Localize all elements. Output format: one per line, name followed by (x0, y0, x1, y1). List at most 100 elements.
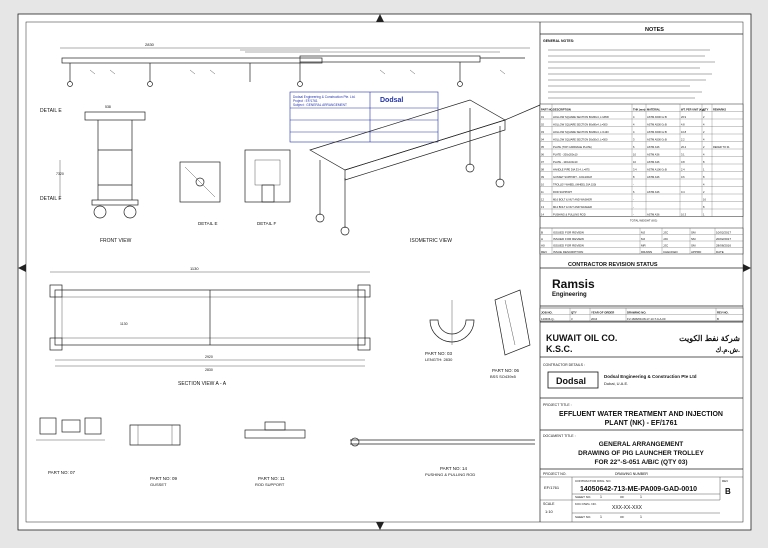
bom-cell: 0.6 (681, 175, 685, 179)
notes-heading: GENERAL NOTES: (543, 39, 574, 43)
rev-cell: SM (691, 244, 696, 248)
bom-cell: 6 (633, 190, 635, 194)
section-top-dim: 1130 (190, 266, 199, 271)
bom-cell: HOLLOW SQUARE SECTION 80x80x4, L=500 (553, 123, 608, 127)
of-value-2: 1 (640, 515, 642, 519)
stamp-line1: Dodsal Engineering & Construction Pte. L… (293, 95, 355, 99)
bom-cell: 4.8 (681, 123, 685, 127)
bom-cell: 3.1 (681, 153, 685, 157)
bom-cell: 6 (633, 145, 635, 149)
client-block: KUWAIT OIL CO. K.S.C. شركة نفط الكويت ش.… (540, 333, 743, 358)
bom-cell: 3.4 (633, 168, 637, 172)
project-title2: PLANT (NK) - EF/1761 (605, 420, 678, 427)
rev-cell: DATE (716, 250, 724, 254)
bom-cell: ASTM A500 Gr.B (647, 115, 667, 119)
bom-total-label: TOTAL WEIGHT (KG) (630, 219, 657, 223)
bom-cell: 4 (633, 115, 635, 119)
part03-view: PART NO: 03 LENGTH: 2830 (425, 300, 475, 362)
bom-cell: REFER TO 01 (713, 145, 730, 149)
rev-cell: JJC (663, 244, 669, 248)
rev-cell: ISSUE DESCRIPTION (553, 250, 583, 254)
scale-label: SCALE (543, 502, 555, 506)
rev-cell: B (541, 231, 543, 235)
front-view: 2830 FRONT VIEW (60, 42, 530, 244)
bom-cell: 3 (633, 138, 635, 142)
bom-cell: THK (mm) (633, 108, 646, 112)
detail-f-small-label: DETAIL F (257, 221, 277, 226)
rev-cell: ISSUED FOR REVIEW (553, 244, 584, 248)
of-label-2: OF (620, 515, 624, 519)
bom-cell: 2 (703, 145, 705, 149)
of-value-1: 1 (640, 495, 642, 499)
rev-value: B (725, 487, 731, 496)
bom-cell: 10.8 (681, 130, 687, 134)
part03-sub: LENGTH: 2830 (425, 357, 453, 362)
rev-label: REV (722, 479, 728, 483)
sheet-label-2: SHEET NO. (575, 515, 591, 519)
bom-cell: 8 (633, 175, 635, 179)
job-cell: 2016 (591, 317, 598, 321)
sheet-value-1: 1 (600, 495, 602, 499)
part07-view: PART NO: 07 (36, 417, 105, 475)
bom-cell: 08 (541, 168, 544, 172)
document-title3: FOR 22"-S-051 A/B/C (QTY 03) (594, 459, 687, 466)
rev-cell: JJC (663, 231, 669, 235)
project-title: EFFLUENT WATER TREATMENT AND INJECTION (559, 411, 723, 418)
consultant-name: Ramsis (552, 277, 595, 291)
bom-cell: ASTM A36 (647, 190, 660, 194)
bom-cell: 1 (703, 213, 705, 217)
job-cell: QTY (571, 311, 577, 315)
bom-cell: 4 (703, 123, 705, 127)
bom-cell: 02 (541, 123, 544, 127)
bom-cell: 2 (703, 115, 705, 119)
stamp-company: Dodsal (380, 97, 403, 104)
bom-cell: 04 (541, 138, 544, 142)
bom-cell: DESCRIPTION (553, 108, 571, 112)
rev-cell: APPRD (691, 250, 702, 254)
contractor-city: Dubai, U.A.E. (604, 381, 628, 386)
bom-cell: HOLLOW SQUARE SECTION 50x50x3, L=500 (553, 138, 608, 142)
bom-cell: 10.3 (681, 213, 687, 217)
bom-cell: ASTM A500 Gr.B (647, 138, 667, 142)
isometric-label: ISOMETRIC VIEW (410, 238, 452, 244)
project-no-label: PROJECT NO. (543, 472, 566, 476)
rev-cell: JJC (663, 237, 669, 241)
bom-cell: QTY (703, 108, 709, 112)
bom-cell: ASTM A36 (647, 153, 660, 157)
bom-cell: 16 (703, 198, 706, 202)
rev-cell: DRAWN (641, 250, 652, 254)
bom-cell: 4 (703, 138, 705, 142)
stamp-line2: Project : EF/1761 (293, 99, 318, 103)
detail-e-label: DETAIL E (40, 108, 62, 114)
bom-cell: 4 (703, 183, 705, 187)
part03-label: PART NO: 03 (425, 351, 453, 356)
bom-cell: 26.9 (681, 115, 687, 119)
bom-cell: ROD SUPPORT (553, 190, 572, 194)
bom-cell: PLATE - 200x200x10 (553, 153, 578, 157)
client-arabic2: ش.م.ك. (716, 346, 741, 354)
rev-cell: REV (541, 250, 547, 254)
rev-cell: SM (691, 237, 696, 241)
part07-label: PART NO: 07 (48, 470, 76, 475)
bom-cell: MATERIAL (647, 108, 661, 112)
rev-cell: SM (691, 231, 696, 235)
front-top-dim: 2830 (145, 42, 155, 47)
bom-cell: 10 (633, 153, 636, 157)
rev-cell: MJ (641, 237, 645, 241)
contractor-block: CONTRACTOR DETAILS : Dodsal Dodsal Engin… (540, 363, 743, 399)
bom-cell: 2 (703, 190, 705, 194)
job-cell: FV-1608/09-08-17-13-T-0-A-00 (627, 317, 666, 321)
bom-cell: 26.4 (681, 145, 687, 149)
rev-cell: ISSUED FOR REVIEW (553, 237, 584, 241)
bom-cell: 11 (541, 190, 544, 194)
bom-cell: 12 (541, 198, 544, 202)
bom-cell: PLATE - 100x100x10 (553, 160, 578, 164)
bom-cell: 4 (703, 153, 705, 157)
bom-cell: - (633, 199, 634, 202)
document-title1: GENERAL ARRANGEMENT (599, 441, 684, 448)
part06-label: PART NO: 06 (492, 368, 520, 373)
bom-cell: 0.4 (681, 190, 685, 194)
